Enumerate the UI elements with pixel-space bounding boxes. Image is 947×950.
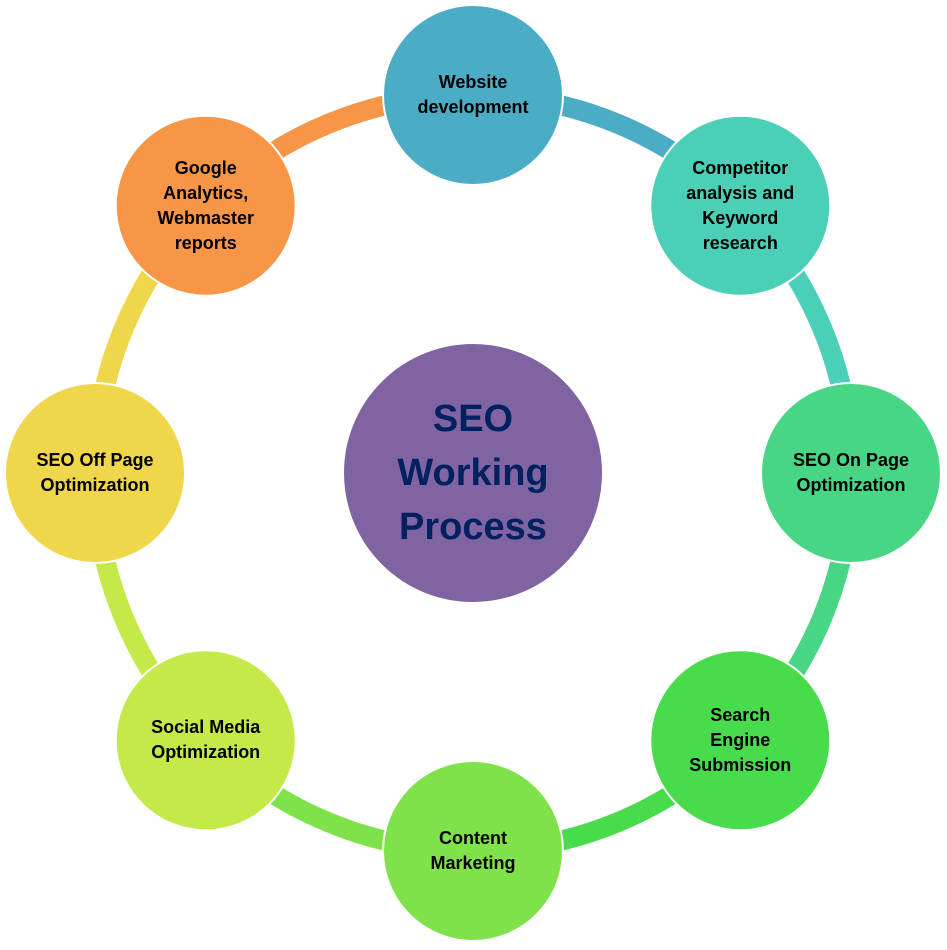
step-label: Content Marketing [430, 828, 516, 873]
center-circle [342, 342, 604, 604]
step-circle [114, 114, 297, 297]
step-circle [382, 760, 564, 942]
step-label: SEO On Page Optimization [792, 450, 910, 495]
step-circle [649, 649, 832, 832]
step-circle [760, 382, 942, 564]
center-title: SEO Working Process [397, 398, 549, 548]
step-label: Website development [417, 72, 529, 117]
step-circle [382, 4, 564, 186]
step-label: Search Engine Submission [689, 704, 792, 775]
step-label: SEO Off Page Optimization [36, 450, 154, 495]
step-circle [114, 649, 297, 832]
step-label: Social Media Optimization [151, 717, 261, 763]
step-label: Google Analytics, Webmaster reports [157, 157, 255, 253]
step-label: Competitor analysis and Keyword research [686, 157, 795, 253]
step-circle [4, 382, 186, 564]
step-circle [649, 114, 832, 297]
